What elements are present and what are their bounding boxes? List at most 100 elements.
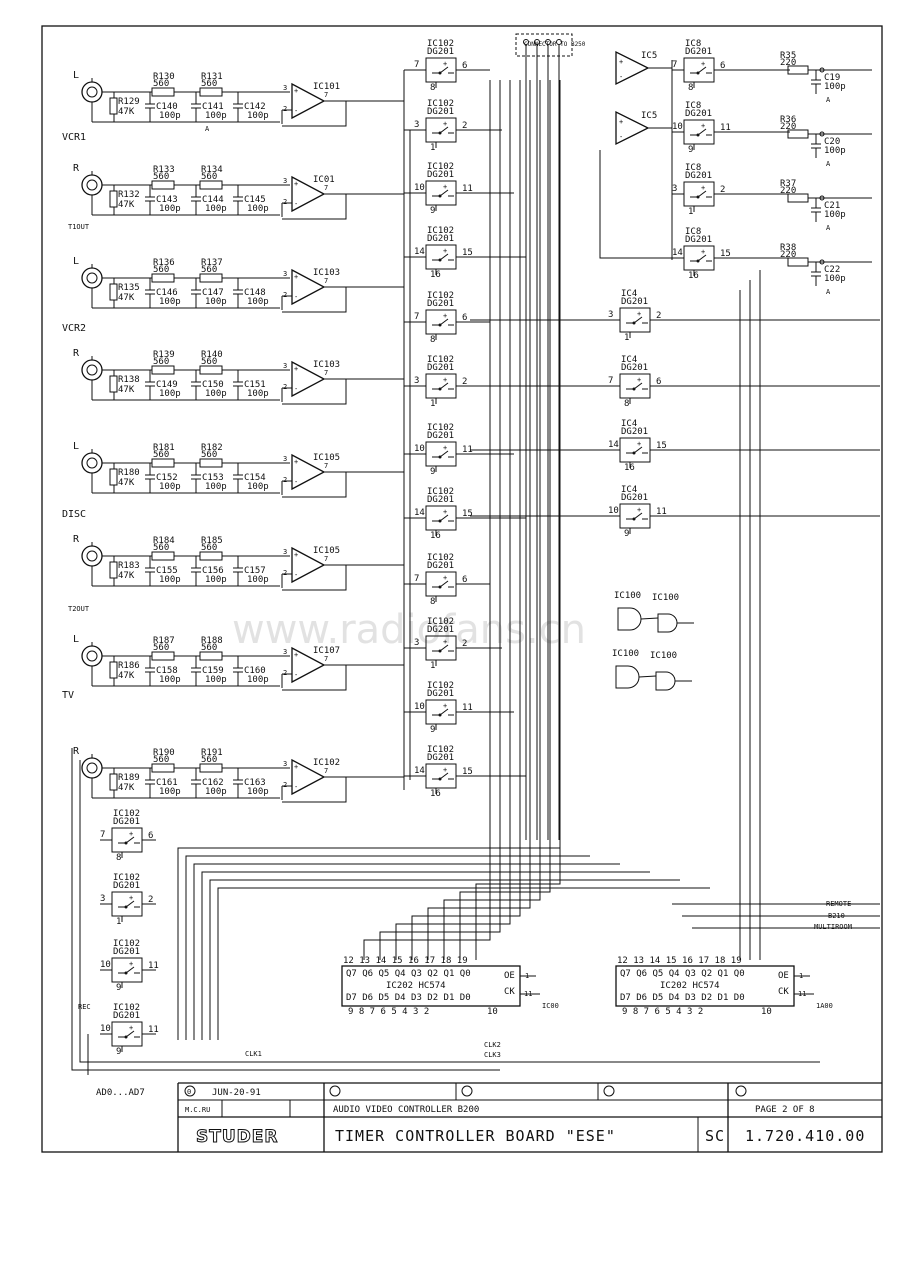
nand-gate-icon: [655, 671, 676, 691]
resistor-name: R187: [153, 636, 175, 646]
pin-in: 7: [414, 574, 419, 584]
ic5-buffers: IC5+-IC5+-: [515, 33, 684, 840]
pin: 7: [324, 369, 328, 377]
pin-ctl: 16: [624, 463, 635, 473]
series-resistor: [199, 87, 223, 97]
switch-part-label: DG201: [427, 234, 454, 244]
latch-ck: CK: [778, 987, 789, 997]
pin-in: 10: [414, 702, 425, 712]
resistor-name: R191: [201, 748, 223, 758]
plus-mark: +: [443, 766, 447, 774]
switch-part-label: DG201: [427, 170, 454, 180]
capacitor-name: C141: [202, 102, 224, 112]
switch-part-label: DG201: [427, 431, 454, 441]
plus-mark: +: [443, 120, 447, 128]
capacitor-value: 100p: [205, 389, 227, 399]
plus-mark: +: [443, 376, 447, 384]
minus-mark: -: [619, 133, 623, 141]
pin-out: 2: [462, 377, 467, 387]
pin-out: 11: [462, 445, 473, 455]
pin-in: 3: [608, 310, 613, 320]
pin: 10: [487, 1007, 498, 1017]
pin-out: 15: [720, 249, 731, 259]
pin-out: 15: [462, 767, 473, 777]
gate-label: IC100: [614, 591, 641, 601]
resistor-value: 560: [201, 643, 217, 653]
resistor-value: 47K: [118, 385, 135, 395]
channel-side-label: L: [73, 70, 79, 81]
series-resistor: [151, 551, 175, 561]
opamp-icon: [291, 175, 326, 213]
capacitor-name: C163: [244, 778, 266, 788]
resistor-name: R36: [780, 115, 796, 125]
resistor-name: R135: [118, 283, 140, 293]
pin-ctl: 16: [688, 271, 699, 281]
plus-mark: +: [443, 312, 447, 320]
plus-mark: +: [637, 506, 641, 514]
capacitor-value: 100p: [205, 675, 227, 685]
switch-ic-label: IC4: [621, 289, 637, 299]
switch-part-label: DG201: [685, 47, 712, 57]
switch-ic-label: IC8: [685, 163, 701, 173]
opamp-label: IC102: [313, 758, 340, 768]
pin-ctl: 9: [116, 983, 121, 993]
switch-ic-label: IC102: [427, 355, 454, 365]
capacitor-name: C158: [156, 666, 178, 676]
page-number: PAGE 2 OF 8: [755, 1105, 815, 1115]
output-filters: R35220C19100pAR36220C20100pAR37220C21100…: [780, 51, 872, 296]
switch-part-label: DG201: [621, 427, 648, 437]
plus-mark: +: [443, 247, 447, 255]
ground-label: A: [826, 288, 831, 296]
latch-q-pins: 12 13 14 15 16 17 18 19: [343, 956, 468, 966]
resistor-name: R182: [201, 443, 223, 453]
latch-ck: CK: [504, 987, 515, 997]
resistor-value: 560: [201, 172, 217, 182]
plus-mark: +: [294, 651, 298, 659]
resistor-value: 560: [153, 79, 169, 89]
latch-name: IC202 HC574: [660, 981, 720, 991]
pin-ctl: 8: [688, 83, 693, 93]
pin-in: 3: [672, 184, 677, 194]
capacitor-name: C157: [244, 566, 266, 576]
latch-d-pins: 9 8 7 6 5 4 3 2: [348, 1007, 429, 1017]
minus-mark: -: [294, 783, 298, 791]
pin-in: 10: [608, 506, 619, 516]
plus-mark: +: [294, 365, 298, 373]
ground-label: A: [205, 125, 210, 133]
switch-ic-label: IC4: [621, 419, 637, 429]
nand-gate-icon: [617, 607, 642, 631]
pin-in: 14: [672, 248, 683, 258]
switch-ic-label: IC102: [427, 681, 454, 691]
resistor-name: R130: [153, 72, 175, 82]
plus-mark: +: [443, 183, 447, 191]
opamp-label: IC105: [313, 546, 340, 556]
pin-ctl: 9: [430, 467, 435, 477]
pin-ctl: 9: [116, 1047, 121, 1057]
switch-part-label: DG201: [427, 625, 454, 635]
clk1-label: CLK1: [245, 1050, 262, 1058]
pin-ctl: 9: [430, 725, 435, 735]
resistor-value: 47K: [118, 107, 135, 117]
plus-mark: +: [129, 894, 133, 902]
pin: 3: [283, 84, 287, 92]
capacitor-value: 100p: [247, 675, 269, 685]
plus-mark: +: [701, 122, 705, 130]
pin-in: 14: [414, 766, 425, 776]
ground-label: A: [826, 224, 831, 232]
switch-part-label: DG201: [427, 107, 454, 117]
resistor-value: 560: [201, 450, 217, 460]
studer-logo: STUDER: [196, 1127, 278, 1147]
switch-part-label: DG201: [685, 171, 712, 181]
pin-out: 6: [462, 313, 467, 323]
pin-ctl: 1: [624, 333, 629, 343]
input-channels: VCR1LR12947KR130560R131560C140100pC14110…: [62, 70, 404, 803]
switch-ic-label: IC102: [113, 939, 140, 949]
